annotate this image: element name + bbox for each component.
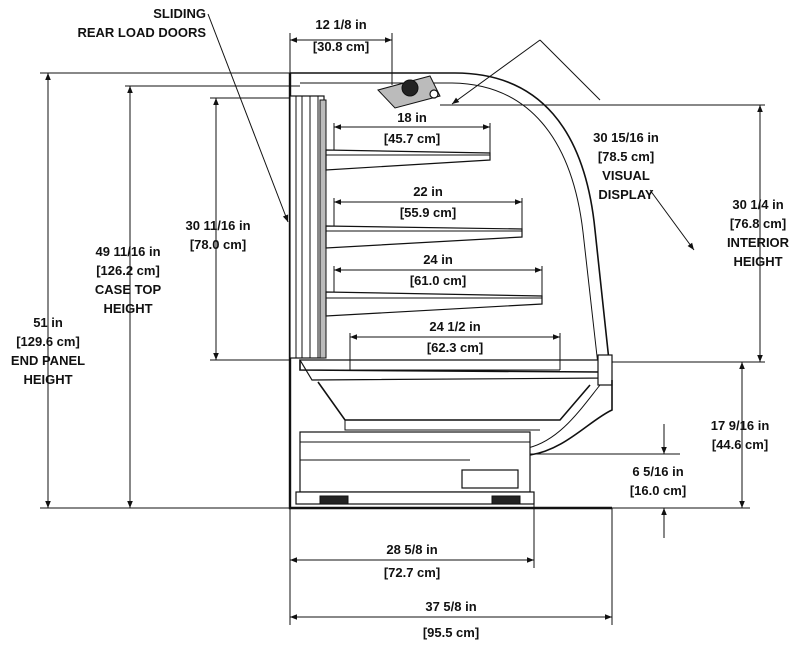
case-outline [288, 72, 612, 510]
shelf-span-imperial: 30 11/16 in [185, 218, 250, 233]
case-top-height-metric: [126.2 cm] [96, 263, 160, 278]
end-panel-height-imperial: 51 in [33, 315, 63, 330]
interior-height-metric: [76.8 cm] [730, 216, 786, 231]
deck-imperial: 24 1/2 in [429, 319, 480, 334]
interior-height-imperial: 30 1/4 in [732, 197, 783, 212]
top-depth-imperial: 12 1/8 in [315, 17, 366, 32]
base-depth-metric: [72.7 cm] [384, 565, 440, 580]
deck-height-metric: [44.6 cm] [712, 437, 768, 452]
callout-sliding-line1: SLIDING [153, 6, 206, 21]
shelf-3 [325, 291, 543, 317]
interior-height-label2: HEIGHT [733, 254, 782, 269]
dim-line-visual-display-bottom [649, 189, 695, 251]
sliding-door-panel [289, 95, 325, 359]
case-top-height-label1: CASE TOP [95, 282, 162, 297]
deck-metric: [62.3 cm] [427, 340, 483, 355]
shelf-1-imperial: 18 in [397, 110, 427, 125]
dim-line-visual-display-top [451, 39, 541, 105]
shelf-span-metric: [78.0 cm] [190, 237, 246, 252]
case-top-height-imperial: 49 11/16 in [95, 244, 160, 259]
front-rail-imperial: 6 5/16 in [632, 464, 683, 479]
visual-display-label2: DISPLAY [598, 187, 653, 202]
shelf-3-imperial: 24 in [423, 252, 453, 267]
end-panel-height-label1: END PANEL [11, 353, 85, 368]
front-rail-metric: [16.0 cm] [630, 483, 686, 498]
deck-and-base [295, 354, 613, 505]
shelves [325, 149, 543, 317]
interior-height-label1: INTERIOR [727, 235, 790, 250]
shelf-2-metric: [55.9 cm] [400, 205, 456, 220]
shelf-2-imperial: 22 in [413, 184, 443, 199]
deck-height-imperial: 17 9/16 in [711, 418, 770, 433]
base-rail [295, 491, 535, 505]
overall-depth-metric: [95.5 cm] [423, 625, 479, 640]
access-panel [461, 469, 519, 489]
end-panel-height-label2: HEIGHT [23, 372, 72, 387]
callout-leader-sliding-doors [207, 13, 289, 223]
callout-sliding-line2: REAR LOAD DOORS [77, 25, 206, 40]
top-depth-metric: [30.8 cm] [313, 39, 369, 54]
base-depth-imperial: 28 5/8 in [386, 542, 437, 557]
dimension-lines [45, 13, 763, 620]
shelf-standard [319, 99, 327, 359]
visual-display-metric: [78.5 cm] [598, 149, 654, 164]
light-fixture [401, 79, 419, 97]
visual-display-imperial: 30 15/16 in [593, 130, 659, 145]
end-panel-height-metric: [129.6 cm] [16, 334, 80, 349]
overall-depth-imperial: 37 5/8 in [425, 599, 476, 614]
visual-display-label1: VISUAL [602, 168, 650, 183]
shelf-2 [325, 225, 523, 249]
labels: SLIDING REAR LOAD DOORS 12 1/8 in [30.8 … [11, 6, 790, 640]
case-top-height-label2: HEIGHT [103, 301, 152, 316]
shelf-3-metric: [61.0 cm] [410, 273, 466, 288]
shelf-1-metric: [45.7 cm] [384, 131, 440, 146]
front-bumper [597, 354, 613, 386]
shelf-1 [325, 149, 491, 171]
